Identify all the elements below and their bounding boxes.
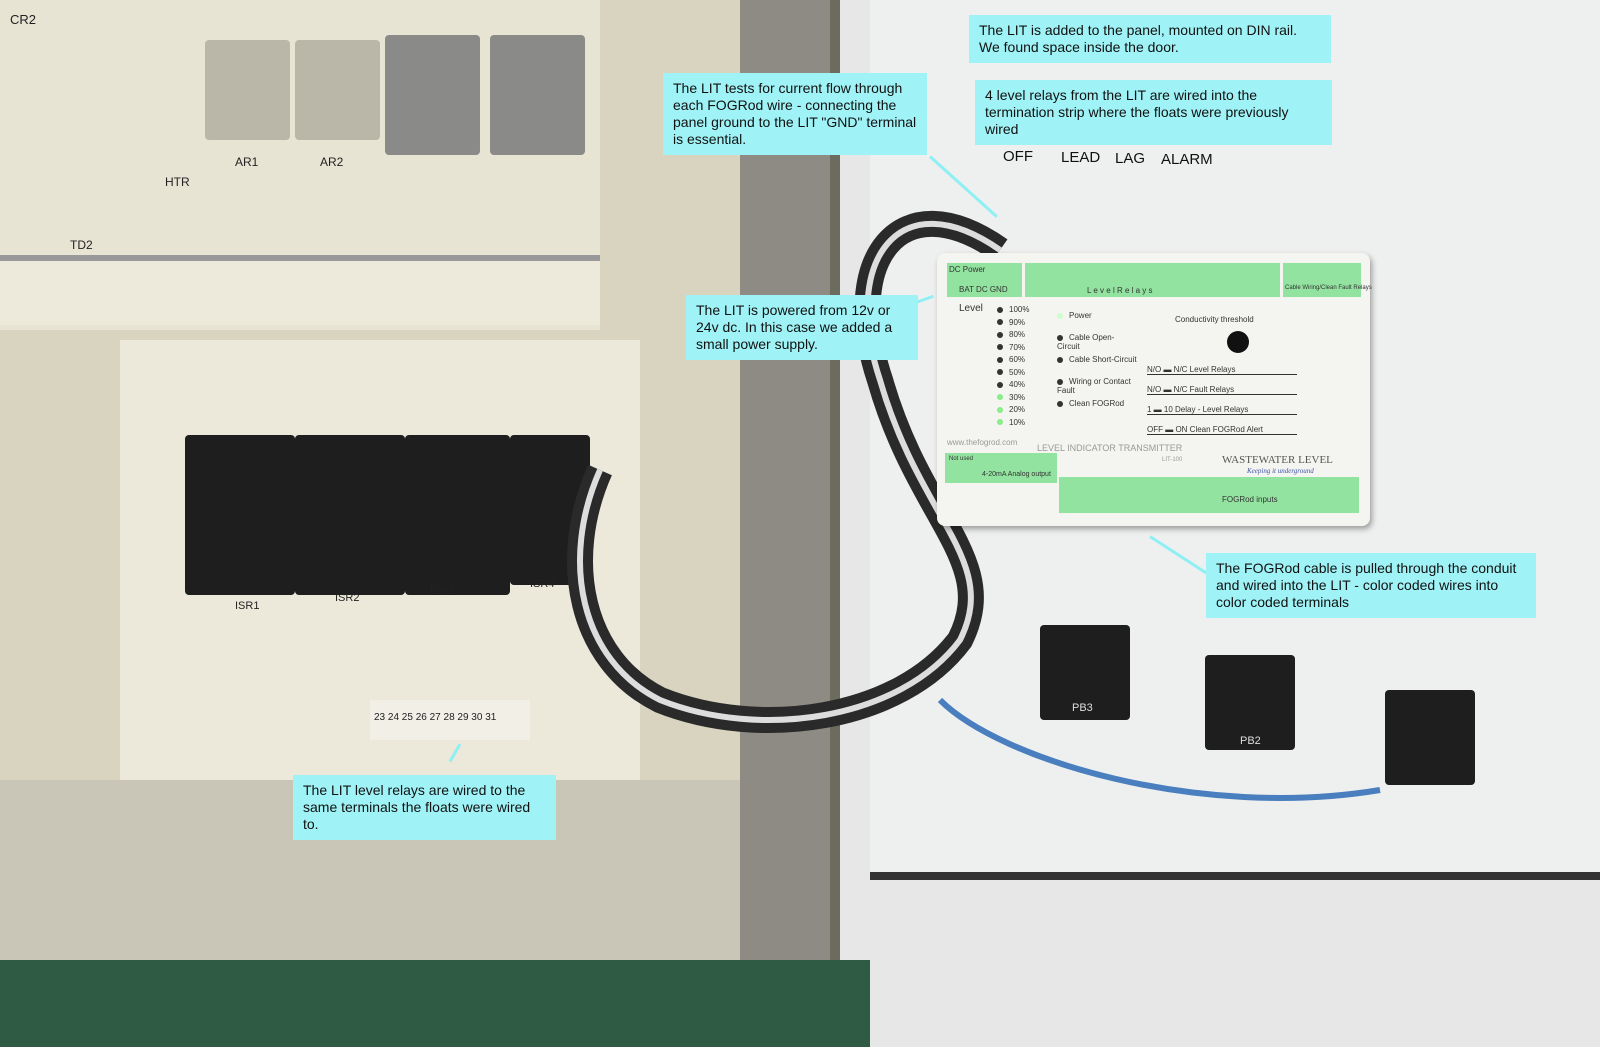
level-led-100: 100% [997,305,1029,314]
dc-power-label: DC Power [949,265,986,274]
label-off: OFF [1003,148,1033,165]
level-led-40: 40% [997,380,1025,389]
status-led: Power [1057,311,1137,320]
relay-e1 [385,35,480,155]
terminal-numbers: 23 24 25 26 27 28 29 30 31 [374,712,497,723]
label-td2: TD2 [70,238,93,252]
label-pb2: PB2 [1240,735,1261,747]
callout-mounted: The LIT is added to the panel, mounted o… [969,15,1331,63]
level-led-90: 90% [997,318,1025,327]
analog-terminal-strip [945,453,1057,483]
label-cr2: CR2 [10,12,37,27]
device-model: LIT-100 [1162,457,1183,463]
label-isr3: ISR3 [430,585,455,597]
lit-device: DC Power BAT DC GND L e v e l R e l a y … [937,253,1372,526]
label-ar1: AR1 [235,155,259,169]
callout-powered: The LIT is powered from 12v or 24v dc. I… [686,295,918,360]
label-lead: LEAD [1061,149,1101,166]
label-pb3: PB3 [1072,702,1093,714]
dip-switch[interactable]: N/O ▬ N/C Fault Relays [1147,385,1297,395]
fogrod-inputs-label: FOGRod inputs [1222,495,1278,504]
label-isr2: ISR2 [335,592,360,604]
dip-switch[interactable]: 1 ▬ 10 Delay - Level Relays [1147,405,1297,415]
callout-level-relays: 4 level relays from the LIT are wired in… [975,80,1332,145]
callout-current-flow: The LIT tests for current flow through e… [663,73,927,155]
status-led: Wiring or Contact Fault [1057,377,1131,395]
label-lag: LAG [1115,150,1146,167]
din-rail-upper [0,255,600,325]
pushbutton-pb1 [1385,690,1475,785]
website: www.thefogrod.com [947,438,1018,447]
brand: WASTEWATER LEVEL [1222,454,1333,466]
label-isr4: ISR4 [530,578,555,590]
analog-output-label: 4-20mA Analog output [982,471,1051,478]
relay-isr3 [405,435,510,595]
terminal-strip: 23 24 25 26 27 28 29 30 31 [370,700,530,740]
callout-float-terminals: The LIT level relays are wired to the sa… [293,775,556,840]
level-led-10: 10% [997,418,1025,427]
fogrod-input-strip [1059,477,1359,513]
label-htr: HTR [165,175,190,189]
status-led: Cable Short-Circuit [1057,355,1137,364]
fault-relay-terminal-strip [1283,263,1361,297]
relay-ar1 [205,40,290,140]
threshold-label: Conductivity threshold [1175,315,1254,324]
device-title: LEVEL INDICATOR TRANSMITTER [1037,443,1183,453]
level-led-20: 20% [997,405,1025,414]
level-led-70: 70% [997,343,1025,352]
label-alarm: ALARM [1161,151,1213,168]
pushbutton-pb2 [1205,655,1295,750]
label-ar2: AR2 [320,155,344,169]
level-heading: Level [959,303,983,314]
level-relays-label: L e v e l R e l a y s [1087,286,1153,295]
level-led-60: 60% [997,355,1025,364]
threshold-knob[interactable] [1227,331,1249,353]
relay-isr1 [185,435,295,595]
fault-relays-label: Cable Wiring/Clean Fault Relays [1285,285,1372,291]
not-used-label: Not used [949,456,974,462]
dip-switch[interactable]: OFF ▬ ON Clean FOGRod Alert [1147,425,1297,435]
tagline: Keeping it underground [1247,467,1314,475]
level-led-80: 80% [997,330,1025,339]
power-terminal-strip [947,263,1022,297]
status-led: Cable Open-Circuit [1057,333,1115,351]
ground-below [0,960,870,1047]
power-terminal-labels: BAT DC GND [959,285,1008,294]
relay-ar2 [295,40,380,140]
callout-fogrod-cable: The FOGRod cable is pulled through the c… [1206,553,1536,618]
pushbutton-pb3 [1040,625,1130,720]
door-edge [740,0,830,1047]
label-isr1: ISR1 [235,600,260,612]
status-led: Clean FOGRod [1057,399,1137,408]
dip-switch[interactable]: N/O ▬ N/C Level Relays [1147,365,1297,375]
level-led-50: 50% [997,368,1025,377]
level-led-30: 30% [997,393,1025,402]
relay-e2 [490,35,585,155]
relay-isr2 [295,435,405,595]
level-relay-terminal-strip [1025,263,1280,297]
